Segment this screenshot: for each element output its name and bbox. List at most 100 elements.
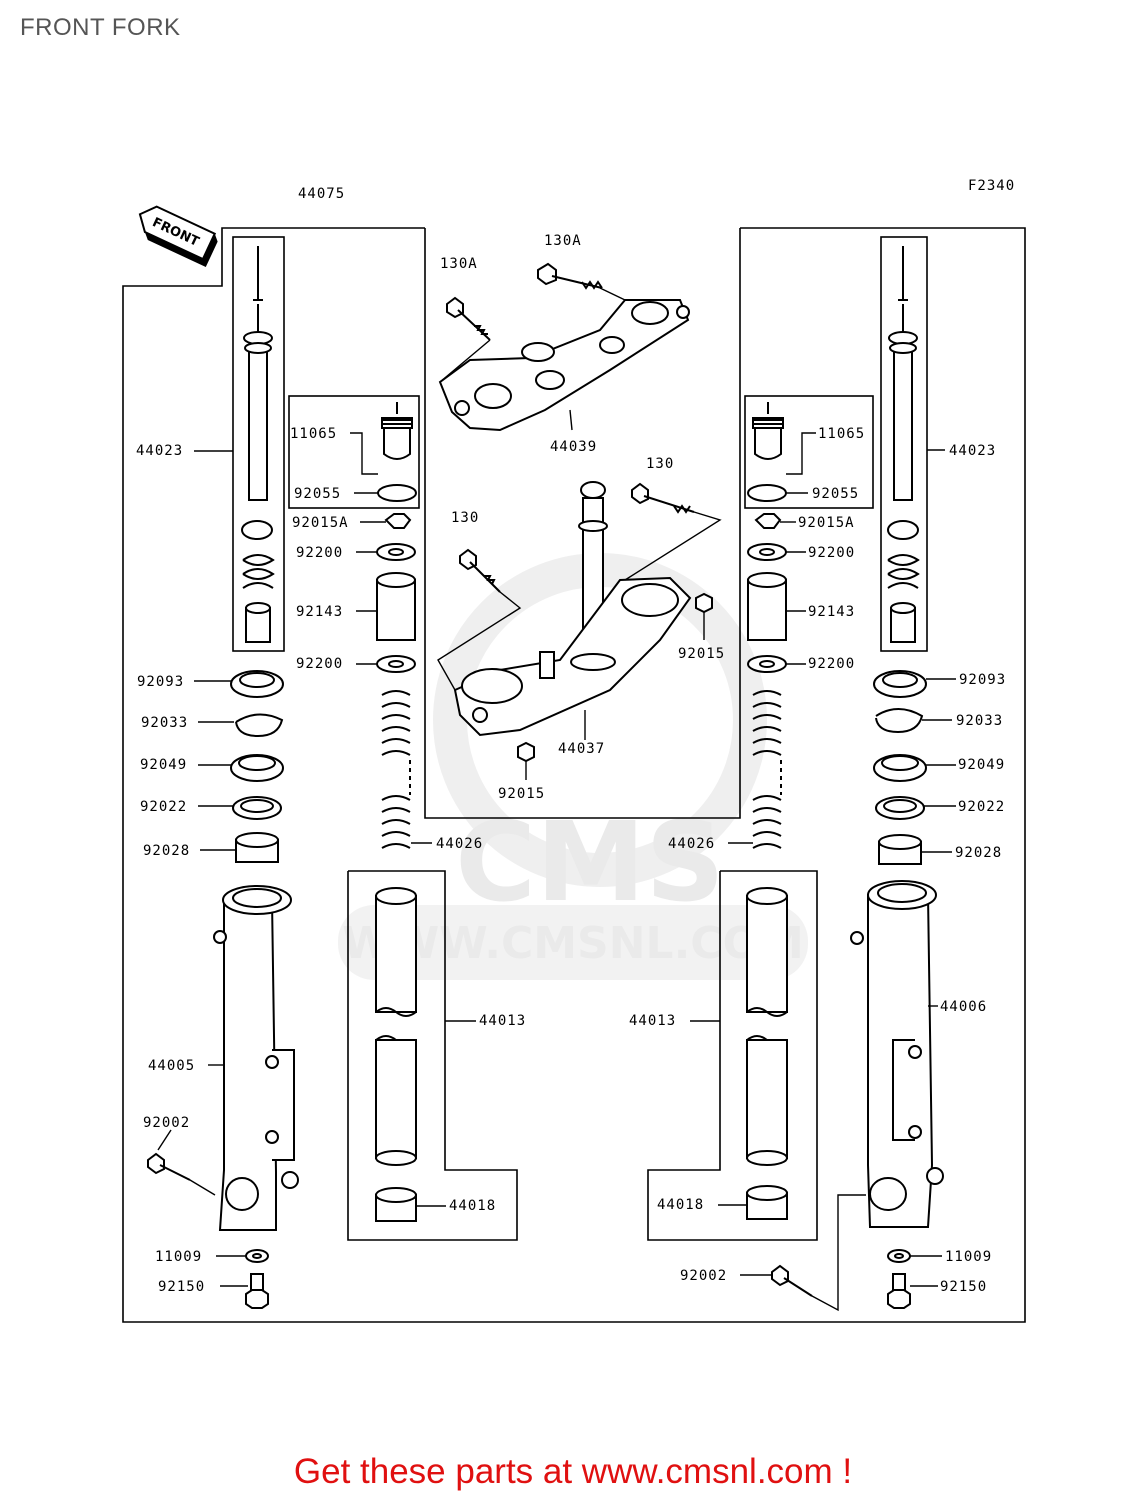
right-spring-44026-lower xyxy=(752,795,782,849)
label-r44006: 44006 xyxy=(940,999,987,1015)
left-spring-44026-upper xyxy=(381,690,411,756)
upper-bracket-boss xyxy=(521,342,555,362)
label-130a-1: 130A xyxy=(440,256,478,272)
left-inner-tube-bottom xyxy=(375,1150,417,1166)
label-r11009: 11009 xyxy=(945,1249,992,1265)
nut-92015-left xyxy=(517,741,535,763)
left-spacer-92143-top xyxy=(376,572,416,588)
leader-44039 xyxy=(569,409,573,431)
bolt-130-upper-thread xyxy=(673,504,691,514)
label-l92049: 92049 xyxy=(140,757,187,773)
label-r92049: 92049 xyxy=(958,757,1005,773)
left-caliper-mount xyxy=(272,1049,295,1161)
left-cartridge-tube xyxy=(248,344,268,501)
upper-bracket-pinch-2 xyxy=(676,305,690,319)
left-inner-tube-break-1 xyxy=(375,1007,417,1017)
left-oil-seal-92049-inner xyxy=(238,755,276,771)
bolt-130a-lower xyxy=(446,296,491,341)
label-r92002: 92002 xyxy=(680,1268,727,1284)
bolt-130a-lower-head xyxy=(446,296,464,319)
right-inner-tube-top xyxy=(746,887,788,905)
left-gasket-11009-hole xyxy=(252,1253,262,1259)
right-caliper-hole-lower xyxy=(908,1125,922,1139)
right-drain-bolt-92150-head xyxy=(887,1289,911,1309)
label-92015-2: 92015 xyxy=(498,786,545,802)
right-valve-thread xyxy=(754,419,782,425)
bolt-130-upper-shank xyxy=(643,495,695,513)
assembly-frames xyxy=(122,227,1026,1323)
label-l44018: 44018 xyxy=(449,1198,496,1214)
label-r92055: 92055 xyxy=(812,486,859,502)
left-caliper-hole-lower xyxy=(265,1130,279,1144)
nuts-92015 xyxy=(517,592,713,763)
upper-bracket-44039 xyxy=(438,299,690,432)
label-r92143: 92143 xyxy=(808,604,855,620)
left-caliper-hole-upper xyxy=(265,1055,279,1069)
label-l44005: 44005 xyxy=(148,1058,195,1074)
left-axle-boss xyxy=(281,1171,299,1189)
connector-130-lower xyxy=(437,591,522,691)
right-outer-tube-top-inner xyxy=(877,883,927,903)
left-cartridge-spring xyxy=(242,554,275,589)
label-44037: 44037 xyxy=(558,741,605,757)
right-axle-hole xyxy=(869,1177,907,1211)
label-l92033: 92033 xyxy=(141,715,188,731)
left-valve-body xyxy=(381,417,413,460)
right-cartridge-seal xyxy=(887,520,919,540)
right-dust-seal-92093-inner xyxy=(882,672,918,688)
label-92015-1: 92015 xyxy=(678,646,725,662)
right-bush-92028-top xyxy=(878,834,922,850)
right-outer-tube-lug-1 xyxy=(850,931,864,945)
label-l92150: 92150 xyxy=(158,1279,205,1295)
connector-130a-lower xyxy=(439,339,491,383)
right-inner-tube-lower xyxy=(746,1039,788,1159)
label-r92200a: 92200 xyxy=(808,545,855,561)
label-l92143: 92143 xyxy=(296,604,343,620)
right-caliper-hole-upper xyxy=(908,1045,922,1059)
label-r92150: 92150 xyxy=(940,1279,987,1295)
left-axle-hole xyxy=(225,1177,259,1211)
left-cartridge-seal xyxy=(241,520,273,540)
lower-bracket-pinch-left xyxy=(472,707,488,723)
label-130-1: 130 xyxy=(646,456,674,472)
left-inner-tube-top xyxy=(375,887,417,905)
label-r92015a: 92015A xyxy=(798,515,855,531)
figure-code: F2340 xyxy=(968,178,1015,194)
left-drain-parts xyxy=(245,1249,269,1309)
left-spring-44026-lower xyxy=(381,795,411,849)
bolt-130a-upper-head xyxy=(537,262,557,286)
left-cartridge-bush-top xyxy=(245,602,271,614)
label-r92093: 92093 xyxy=(959,672,1006,688)
right-inner-tube-bottom xyxy=(746,1150,788,1166)
bolt-130-upper-head xyxy=(631,482,649,505)
left-seals xyxy=(230,670,284,863)
right-inner-tube-44013 xyxy=(746,887,788,1220)
label-r44023: 44023 xyxy=(949,443,996,459)
label-130-2: 130 xyxy=(451,510,479,526)
connector-130a-upper xyxy=(599,287,626,301)
left-bush-44018-top xyxy=(375,1187,417,1203)
right-bush-44018-top xyxy=(746,1185,788,1201)
right-washer-92200-upper-hole xyxy=(759,548,775,556)
upper-bracket-hole-3 xyxy=(599,336,625,354)
leader-r11065 xyxy=(786,432,816,475)
right-oring-92055 xyxy=(747,484,787,502)
frame-right-cartridge xyxy=(880,236,928,652)
right-bolt-92002 xyxy=(771,1194,866,1312)
left-valve-stack xyxy=(376,402,417,849)
label-r44026: 44026 xyxy=(668,836,715,852)
outer-frame-right xyxy=(560,227,1026,1323)
front-arrow-icon: FRONT xyxy=(138,205,218,268)
left-nut-92015a xyxy=(384,513,412,529)
label-130a-2: 130A xyxy=(544,233,582,249)
left-washer-92200-upper-hole xyxy=(388,548,404,556)
left-spacer-92143 xyxy=(376,579,416,641)
label-l92002: 92002 xyxy=(143,1115,190,1131)
watermark: CMS WWW.CMSNL.COM xyxy=(338,553,808,980)
right-cartridge-spring xyxy=(887,554,920,589)
label-l92022: 92022 xyxy=(140,799,187,815)
left-outer-tube-44005 xyxy=(213,885,299,1231)
footer-link[interactable]: Get these parts at www.cmsnl.com ! xyxy=(293,1452,853,1491)
label-l11009: 11009 xyxy=(155,1249,202,1265)
